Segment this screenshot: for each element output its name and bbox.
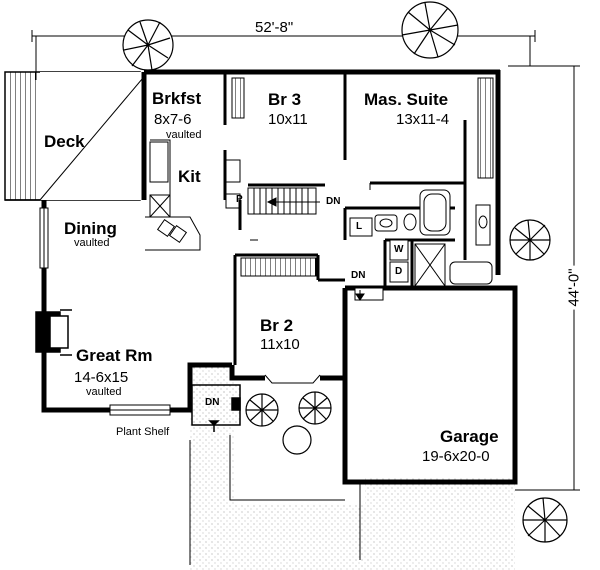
dryer-label: D [395, 266, 403, 277]
linen-label: L [356, 221, 363, 232]
walkway [189, 365, 515, 570]
brkfst-size: 8x7-6 [154, 111, 192, 128]
mas-suite-size: 13x11-4 [396, 111, 450, 128]
tree-icon-top-left [122, 19, 174, 71]
tree-icons [122, 1, 568, 543]
closets [231, 77, 494, 277]
tree-icon-top-right [401, 1, 459, 59]
fireplace-icon [35, 309, 72, 356]
great-rm-label: Great Rm [76, 346, 153, 365]
dining-window [39, 207, 49, 269]
bath-fixtures [349, 189, 493, 287]
pantry-label: P [236, 194, 243, 205]
dining-label: Dining [64, 219, 117, 238]
garage-step-down-label: DN [351, 270, 366, 281]
exterior-walls [41, 69, 518, 485]
brkfst-label: Brkfst [152, 89, 202, 108]
mas-suite-label: Mas. Suite [364, 90, 449, 109]
stair-down-label: DN [326, 196, 341, 207]
laundry-boxes [389, 239, 409, 283]
garage-size: 19-6x20-0 [422, 448, 490, 465]
garage-step [354, 287, 384, 301]
width-dimension-label: 52'-8" [252, 20, 297, 35]
washer-label: W [394, 244, 404, 255]
br2-size: 11x10 [260, 336, 300, 353]
tree-icon-porch-right [298, 391, 332, 425]
porch [191, 384, 241, 432]
shrub-icon [282, 425, 312, 455]
br2-label: Br 2 [260, 316, 294, 335]
plant-shelf-window [109, 404, 171, 416]
porch-step-down-label: DN [205, 397, 220, 408]
door-swings [250, 140, 433, 241]
garage-label: Garage [440, 427, 499, 446]
deck-label: Deck [44, 132, 85, 151]
br3-size: 10x11 [268, 111, 308, 128]
br2-bay-window [264, 374, 321, 384]
great-rm-size: 14-6x15 [74, 369, 129, 386]
tree-icon-porch-left [245, 393, 279, 427]
plant-shelf-label: Plant Shelf [116, 426, 170, 438]
great-rm-note: vaulted [86, 386, 122, 398]
stairs [247, 187, 320, 215]
kitchen-counters [145, 139, 241, 251]
tree-icon-right [509, 219, 551, 261]
tree-icon-bottom-right [522, 497, 568, 543]
kit-label: Kit [178, 167, 201, 186]
br3-label: Br 3 [268, 90, 302, 109]
dining-note: vaulted [74, 237, 110, 249]
depth-dimension-label: 44'-0" [566, 265, 583, 310]
brkfst-note: vaulted [166, 129, 202, 141]
deck [4, 71, 149, 201]
